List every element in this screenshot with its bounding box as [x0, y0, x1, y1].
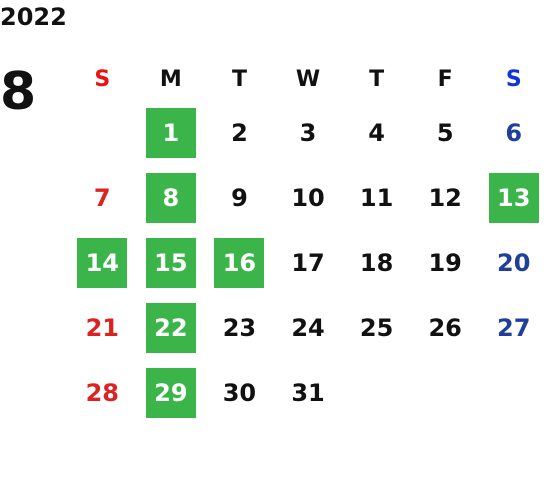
day-number: 17: [291, 248, 325, 277]
day-cell: 4: [342, 100, 411, 165]
day-cell: 17: [274, 230, 343, 295]
day-number: 31: [291, 378, 325, 407]
day-cell: 28: [68, 360, 137, 425]
day-cell: 20: [479, 230, 548, 295]
day-cell: 19: [411, 230, 480, 295]
day-cell: 29: [137, 360, 206, 425]
day-cell: 12: [411, 165, 480, 230]
day-cell: 31: [274, 360, 343, 425]
weekday-header-row: S M T W T F S: [68, 60, 548, 100]
day-number: [77, 108, 127, 158]
weekday-tuesday: T: [231, 67, 247, 92]
day-number: 8: [145, 172, 196, 223]
day-cell: 5: [411, 100, 480, 165]
weekday-monday: M: [159, 67, 182, 92]
day-cell: 25: [342, 295, 411, 360]
day-number: 19: [428, 248, 462, 277]
day-number: 23: [222, 313, 257, 342]
weekday-thursday: T: [369, 67, 385, 92]
calendar-grid: S M T W T F S 1 2 3 4 5 6 7 8 9 10 11 12…: [68, 60, 548, 425]
day-number: 6: [505, 118, 523, 147]
week-row-4: 21 22 23 24 25 26 27: [68, 295, 548, 360]
day-number: 2: [231, 118, 248, 147]
weekday-friday: F: [437, 67, 453, 92]
day-cell: [68, 100, 137, 165]
day-number: 7: [93, 183, 111, 212]
month-number: 8: [0, 62, 37, 122]
day-number: 5: [436, 118, 454, 147]
day-number: 27: [497, 313, 531, 342]
weekday-wednesday: W: [295, 67, 321, 92]
day-cell: 23: [205, 295, 274, 360]
day-number: 30: [222, 378, 257, 407]
day-cell: 7: [68, 165, 137, 230]
day-number: [489, 368, 539, 418]
day-number: 3: [299, 118, 317, 147]
day-number: 25: [359, 313, 394, 342]
day-number: 21: [85, 313, 119, 342]
day-cell: [479, 360, 548, 425]
day-cell: 14: [68, 230, 137, 295]
day-cell: 27: [479, 295, 548, 360]
day-cell: 2: [205, 100, 274, 165]
day-number: 29: [145, 367, 196, 418]
week-row-1: 1 2 3 4 5 6: [68, 100, 548, 165]
day-number: [352, 368, 402, 418]
day-number: [420, 368, 470, 418]
day-number: 12: [428, 183, 462, 212]
day-cell: 10: [274, 165, 343, 230]
day-cell: 3: [274, 100, 343, 165]
day-cell: 13: [479, 165, 548, 230]
day-number: 1: [145, 107, 196, 158]
day-cell: [342, 360, 411, 425]
day-cell: [411, 360, 480, 425]
day-cell: 15: [137, 230, 206, 295]
day-number: 10: [291, 183, 325, 212]
week-row-2: 7 8 9 10 11 12 13: [68, 165, 548, 230]
day-number: 9: [231, 183, 248, 212]
day-cell: 30: [205, 360, 274, 425]
week-row-5: 28 29 30 31: [68, 360, 548, 425]
day-number: 13: [488, 172, 539, 223]
day-cell: 9: [205, 165, 274, 230]
day-cell: 11: [342, 165, 411, 230]
year-label: 2022: [0, 3, 67, 31]
day-number: 4: [368, 118, 385, 147]
day-number: 11: [359, 183, 394, 212]
day-number: 28: [85, 378, 119, 407]
day-number: 14: [77, 237, 128, 288]
day-cell: 26: [411, 295, 480, 360]
day-number: 24: [291, 313, 325, 342]
day-cell: 24: [274, 295, 343, 360]
day-number: 22: [145, 302, 196, 353]
day-cell: 1: [137, 100, 206, 165]
day-number: 26: [428, 313, 462, 342]
day-number: 16: [214, 237, 265, 288]
weekday-saturday: S: [505, 67, 522, 92]
week-row-3: 14 15 16 17 18 19 20: [68, 230, 548, 295]
day-cell: 16: [205, 230, 274, 295]
day-cell: 22: [137, 295, 206, 360]
day-number: 20: [497, 248, 531, 277]
day-cell: 8: [137, 165, 206, 230]
day-cell: 6: [479, 100, 548, 165]
weekday-sunday: S: [94, 67, 111, 92]
day-number: 15: [145, 237, 196, 288]
day-number: 18: [359, 248, 394, 277]
day-cell: 21: [68, 295, 137, 360]
day-cell: 18: [342, 230, 411, 295]
